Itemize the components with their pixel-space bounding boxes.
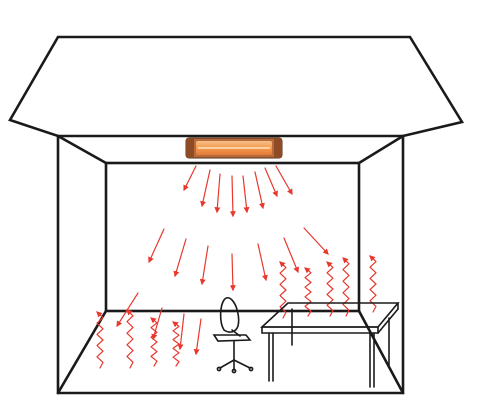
- heat-ray-arrow: [275, 165, 293, 196]
- heat-ray-arrow: [257, 243, 268, 282]
- heat-ray-arrow: [303, 227, 329, 255]
- heat-ray-arrow: [193, 318, 202, 356]
- rising-heat-wave: [172, 321, 180, 367]
- rising-heat-wave: [304, 267, 312, 317]
- heat-ray-arrow: [254, 171, 265, 210]
- heat-ray-arrow: [200, 169, 211, 208]
- table-icon: [259, 302, 400, 388]
- heat-ray-arrow: [183, 165, 197, 192]
- infrared-heater-icon: [185, 137, 283, 159]
- floor-edge-left: [56, 309, 108, 395]
- heat-ray-arrow: [214, 173, 221, 214]
- heat-ray-arrow: [242, 175, 250, 214]
- office-chair-icon: [212, 296, 254, 374]
- rising-heat-wave: [126, 309, 134, 369]
- rising-heat-wave: [326, 261, 334, 317]
- rising-heat-wave: [342, 257, 350, 317]
- room-outer-wall: [56, 134, 405, 395]
- heat-ray-arrow: [229, 175, 236, 218]
- floor-edge-right: [357, 309, 405, 395]
- rising-heat-wave: [150, 317, 158, 367]
- rising-heat-waves: [96, 255, 377, 369]
- ceiling-edge-right: [357, 134, 405, 165]
- heat-ray-arrow: [229, 253, 236, 292]
- heat-ray-arrow: [177, 313, 185, 351]
- heat-ray-arrow: [264, 167, 278, 198]
- heat-ray-arrow: [173, 238, 187, 278]
- heat-ray-arrow: [148, 228, 165, 264]
- ceiling-edge-left: [56, 134, 108, 165]
- roof: [8, 35, 465, 138]
- heat-ray-arrow: [199, 245, 209, 286]
- heat-ray-arrow: [283, 237, 299, 274]
- rising-heat-wave: [96, 311, 104, 369]
- back-wall: [104, 161, 361, 313]
- heat-rays: [116, 165, 329, 356]
